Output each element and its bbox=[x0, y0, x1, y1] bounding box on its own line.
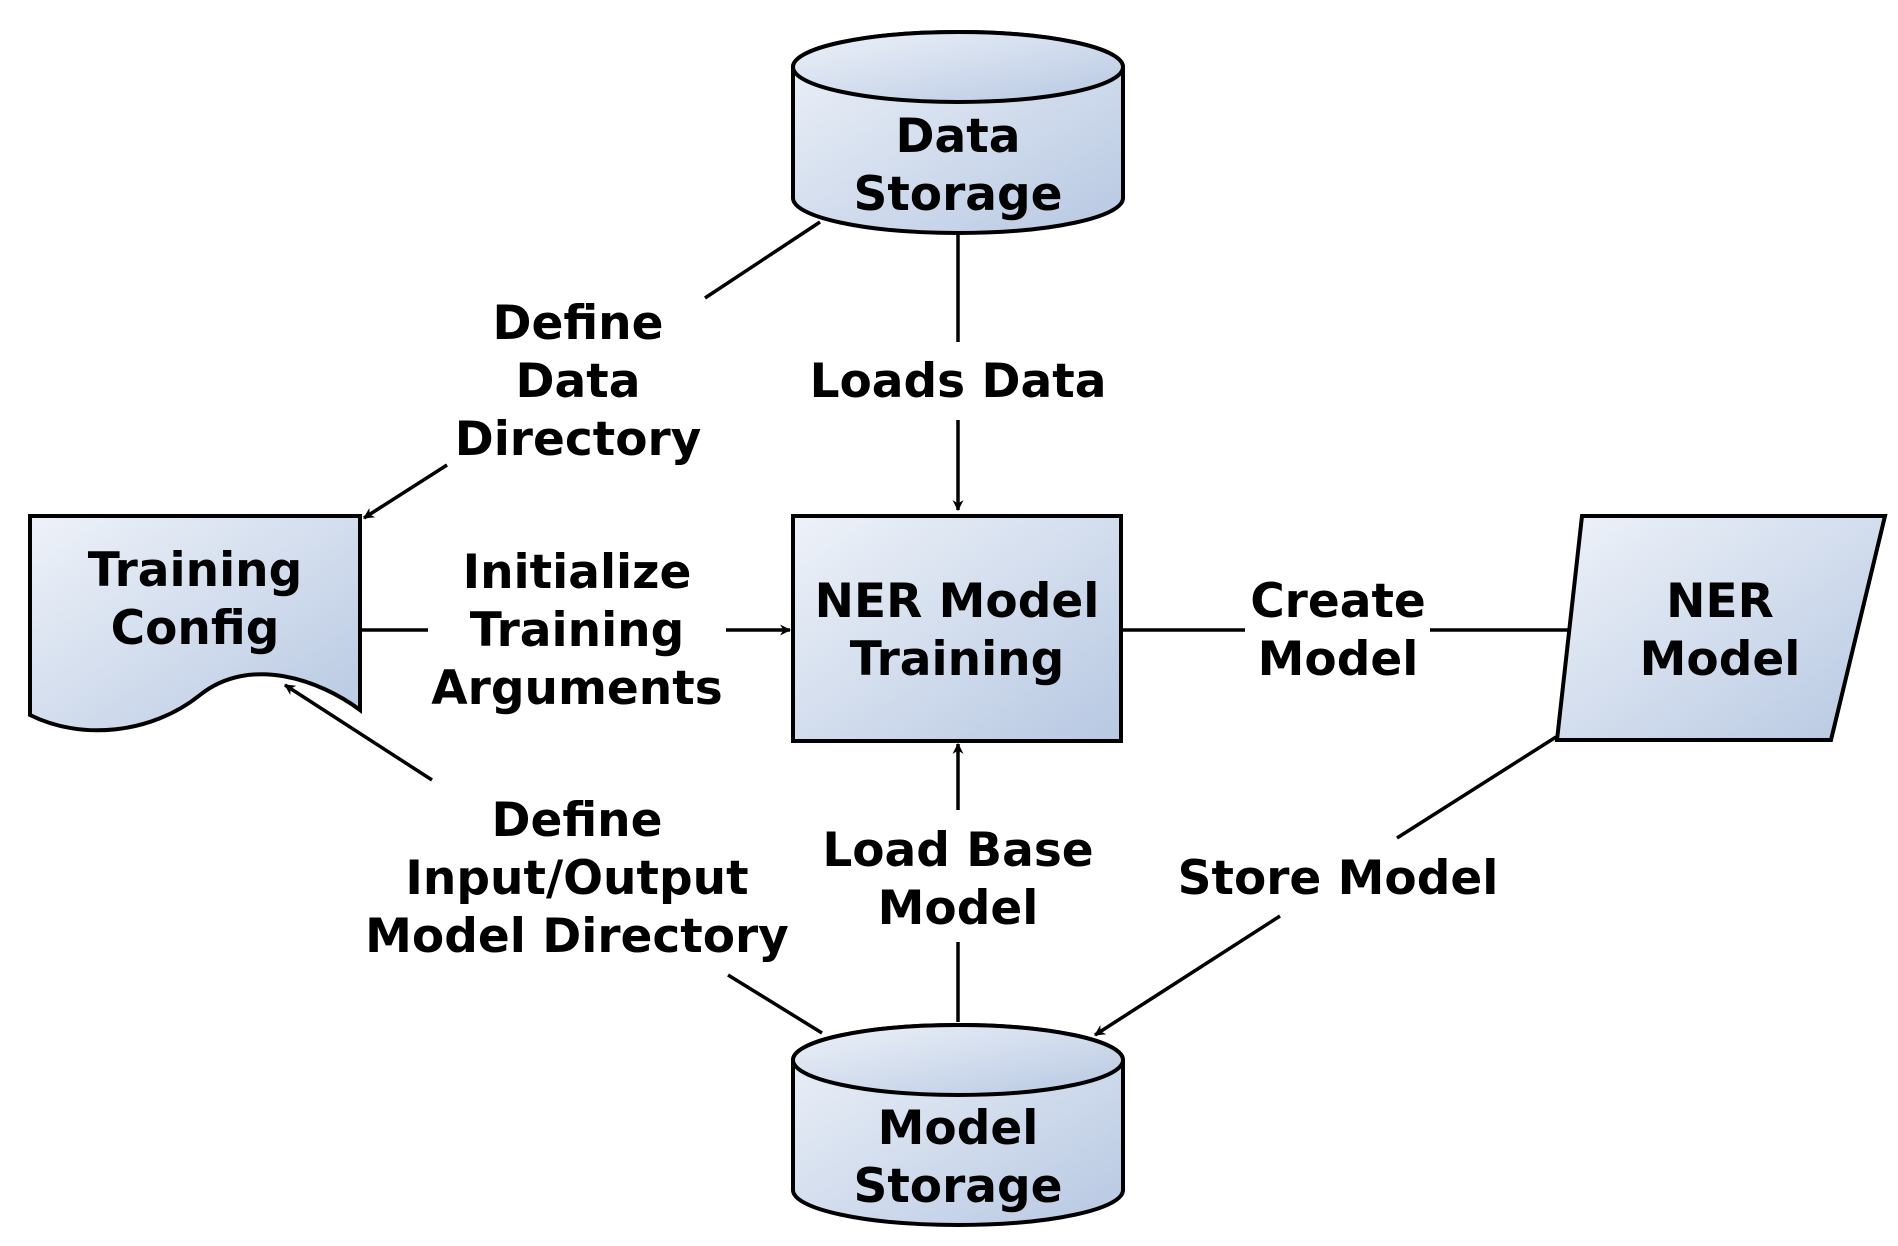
init-args-line-2: Training bbox=[470, 603, 685, 658]
edge-label-init-args: Initialize Training Arguments bbox=[431, 545, 722, 716]
ner-model-training-node: NER Model Training bbox=[791, 514, 1123, 743]
load-base-line-1: Load Base bbox=[822, 823, 1093, 878]
edge-label-define-data-dir: Define Data Directory bbox=[455, 296, 702, 467]
ner-training-label-2: Training bbox=[850, 632, 1065, 687]
data-storage-label-2: Storage bbox=[853, 167, 1062, 222]
create-model-line-1: Create bbox=[1250, 574, 1426, 629]
connectors bbox=[284, 220, 1584, 1037]
edge-define-io-dir-arrow bbox=[284, 683, 433, 782]
edge-label-create-model: Create Model bbox=[1250, 574, 1426, 687]
edge-label-load-base: Load Base Model bbox=[822, 823, 1093, 936]
training-config-label-1: Training bbox=[88, 543, 303, 598]
edge-label-define-io-dir: Define Input/Output Model Directory bbox=[365, 793, 789, 964]
edge-store-model-arrow bbox=[1094, 914, 1281, 1037]
model-storage-label-1: Model bbox=[878, 1101, 1039, 1156]
define-data-dir-line-2: Data bbox=[516, 354, 641, 409]
edge-label-store-model: Store Model bbox=[1178, 851, 1499, 906]
edge-define-io-dir-bottom bbox=[727, 973, 823, 1035]
create-model-line-2: Model bbox=[1258, 632, 1419, 687]
ner-model-label-1: NER bbox=[1666, 574, 1774, 629]
edge-define-data-dir-top bbox=[704, 220, 821, 300]
load-base-line-2: Model bbox=[878, 881, 1039, 936]
data-storage-label-1: Data bbox=[896, 109, 1021, 164]
ner-model-label-2: Model bbox=[1640, 632, 1801, 687]
training-config-node: Training Config bbox=[28, 514, 362, 733]
loads-data-line-1: Loads Data bbox=[810, 354, 1107, 409]
edge-label-loads-data: Loads Data bbox=[810, 354, 1107, 409]
define-data-dir-line-1: Define bbox=[492, 296, 663, 351]
ner-training-label-1: NER Model bbox=[815, 574, 1100, 629]
data-storage-node: Data Storage bbox=[791, 30, 1125, 235]
define-io-dir-line-3: Model Directory bbox=[365, 909, 789, 964]
ner-model-node: NER Model bbox=[1554, 514, 1888, 742]
training-config-label-2: Config bbox=[111, 601, 280, 656]
define-data-dir-line-3: Directory bbox=[455, 412, 702, 467]
edge-define-data-dir-arrow bbox=[363, 463, 448, 520]
define-io-dir-line-2: Input/Output bbox=[405, 851, 748, 906]
model-storage-node: Model Storage bbox=[791, 1023, 1125, 1227]
edge-store-model-top bbox=[1396, 735, 1557, 840]
init-args-line-3: Arguments bbox=[431, 661, 722, 716]
store-model-line-1: Store Model bbox=[1178, 851, 1499, 906]
model-storage-label-2: Storage bbox=[853, 1159, 1062, 1214]
init-args-line-1: Initialize bbox=[463, 545, 692, 600]
define-io-dir-line-1: Define bbox=[491, 793, 662, 848]
